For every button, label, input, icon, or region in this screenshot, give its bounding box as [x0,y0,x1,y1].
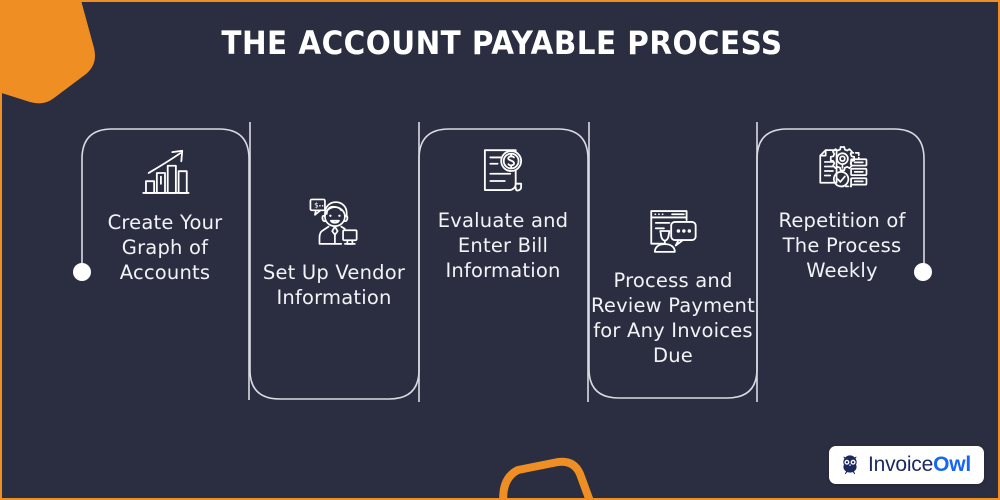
logo-wordmark: InvoiceOwl [868,453,971,477]
vendor-person-icon: $ [303,192,365,254]
card-outline-4 [588,122,758,399]
connector-dot-end [914,263,932,281]
svg-text:$: $ [314,201,319,210]
process-step-2-label: Set Up Vendor Information [262,261,406,309]
page-title: THE ACCOUNT PAYABLE PROCESS [221,24,783,62]
process-step-1[interactable]: Create Your Graph of Accounts [82,142,248,285]
card-outline-2 [249,122,420,400]
process-step-4[interactable]: Process and Review Payment for Any Invoi… [590,200,756,368]
card-outline-5 [756,128,925,402]
bill-document-dollar-icon [472,140,534,202]
invoiceowl-logo[interactable]: InvoiceOwl [828,446,984,484]
card-outline-1 [81,128,250,400]
browser-chat-review-icon [642,200,704,262]
logo-word-owl: Owl [933,453,971,476]
process-step-2[interactable]: $ Set Up Vendor Information [251,192,417,310]
gear-document-checklist-icon [811,140,873,202]
card-outline-3 [418,128,589,402]
process-step-5[interactable]: Repetition of The Process Weekly [759,140,925,283]
process-step-3-label: Evaluate and Enter Bill Information [437,209,569,282]
process-step-3[interactable]: Evaluate and Enter Bill Information [420,140,586,283]
process-step-5-label: Repetition of The Process Weekly [778,209,906,282]
connector-dot-start [73,263,91,281]
bar-chart-growth-icon [134,142,196,204]
process-step-1-label: Create Your Graph of Accounts [107,211,223,284]
logo-word-invoice: Invoice [867,453,934,476]
owl-icon [839,454,861,476]
process-step-4-label: Process and Review Payment for Any Invoi… [591,269,755,367]
